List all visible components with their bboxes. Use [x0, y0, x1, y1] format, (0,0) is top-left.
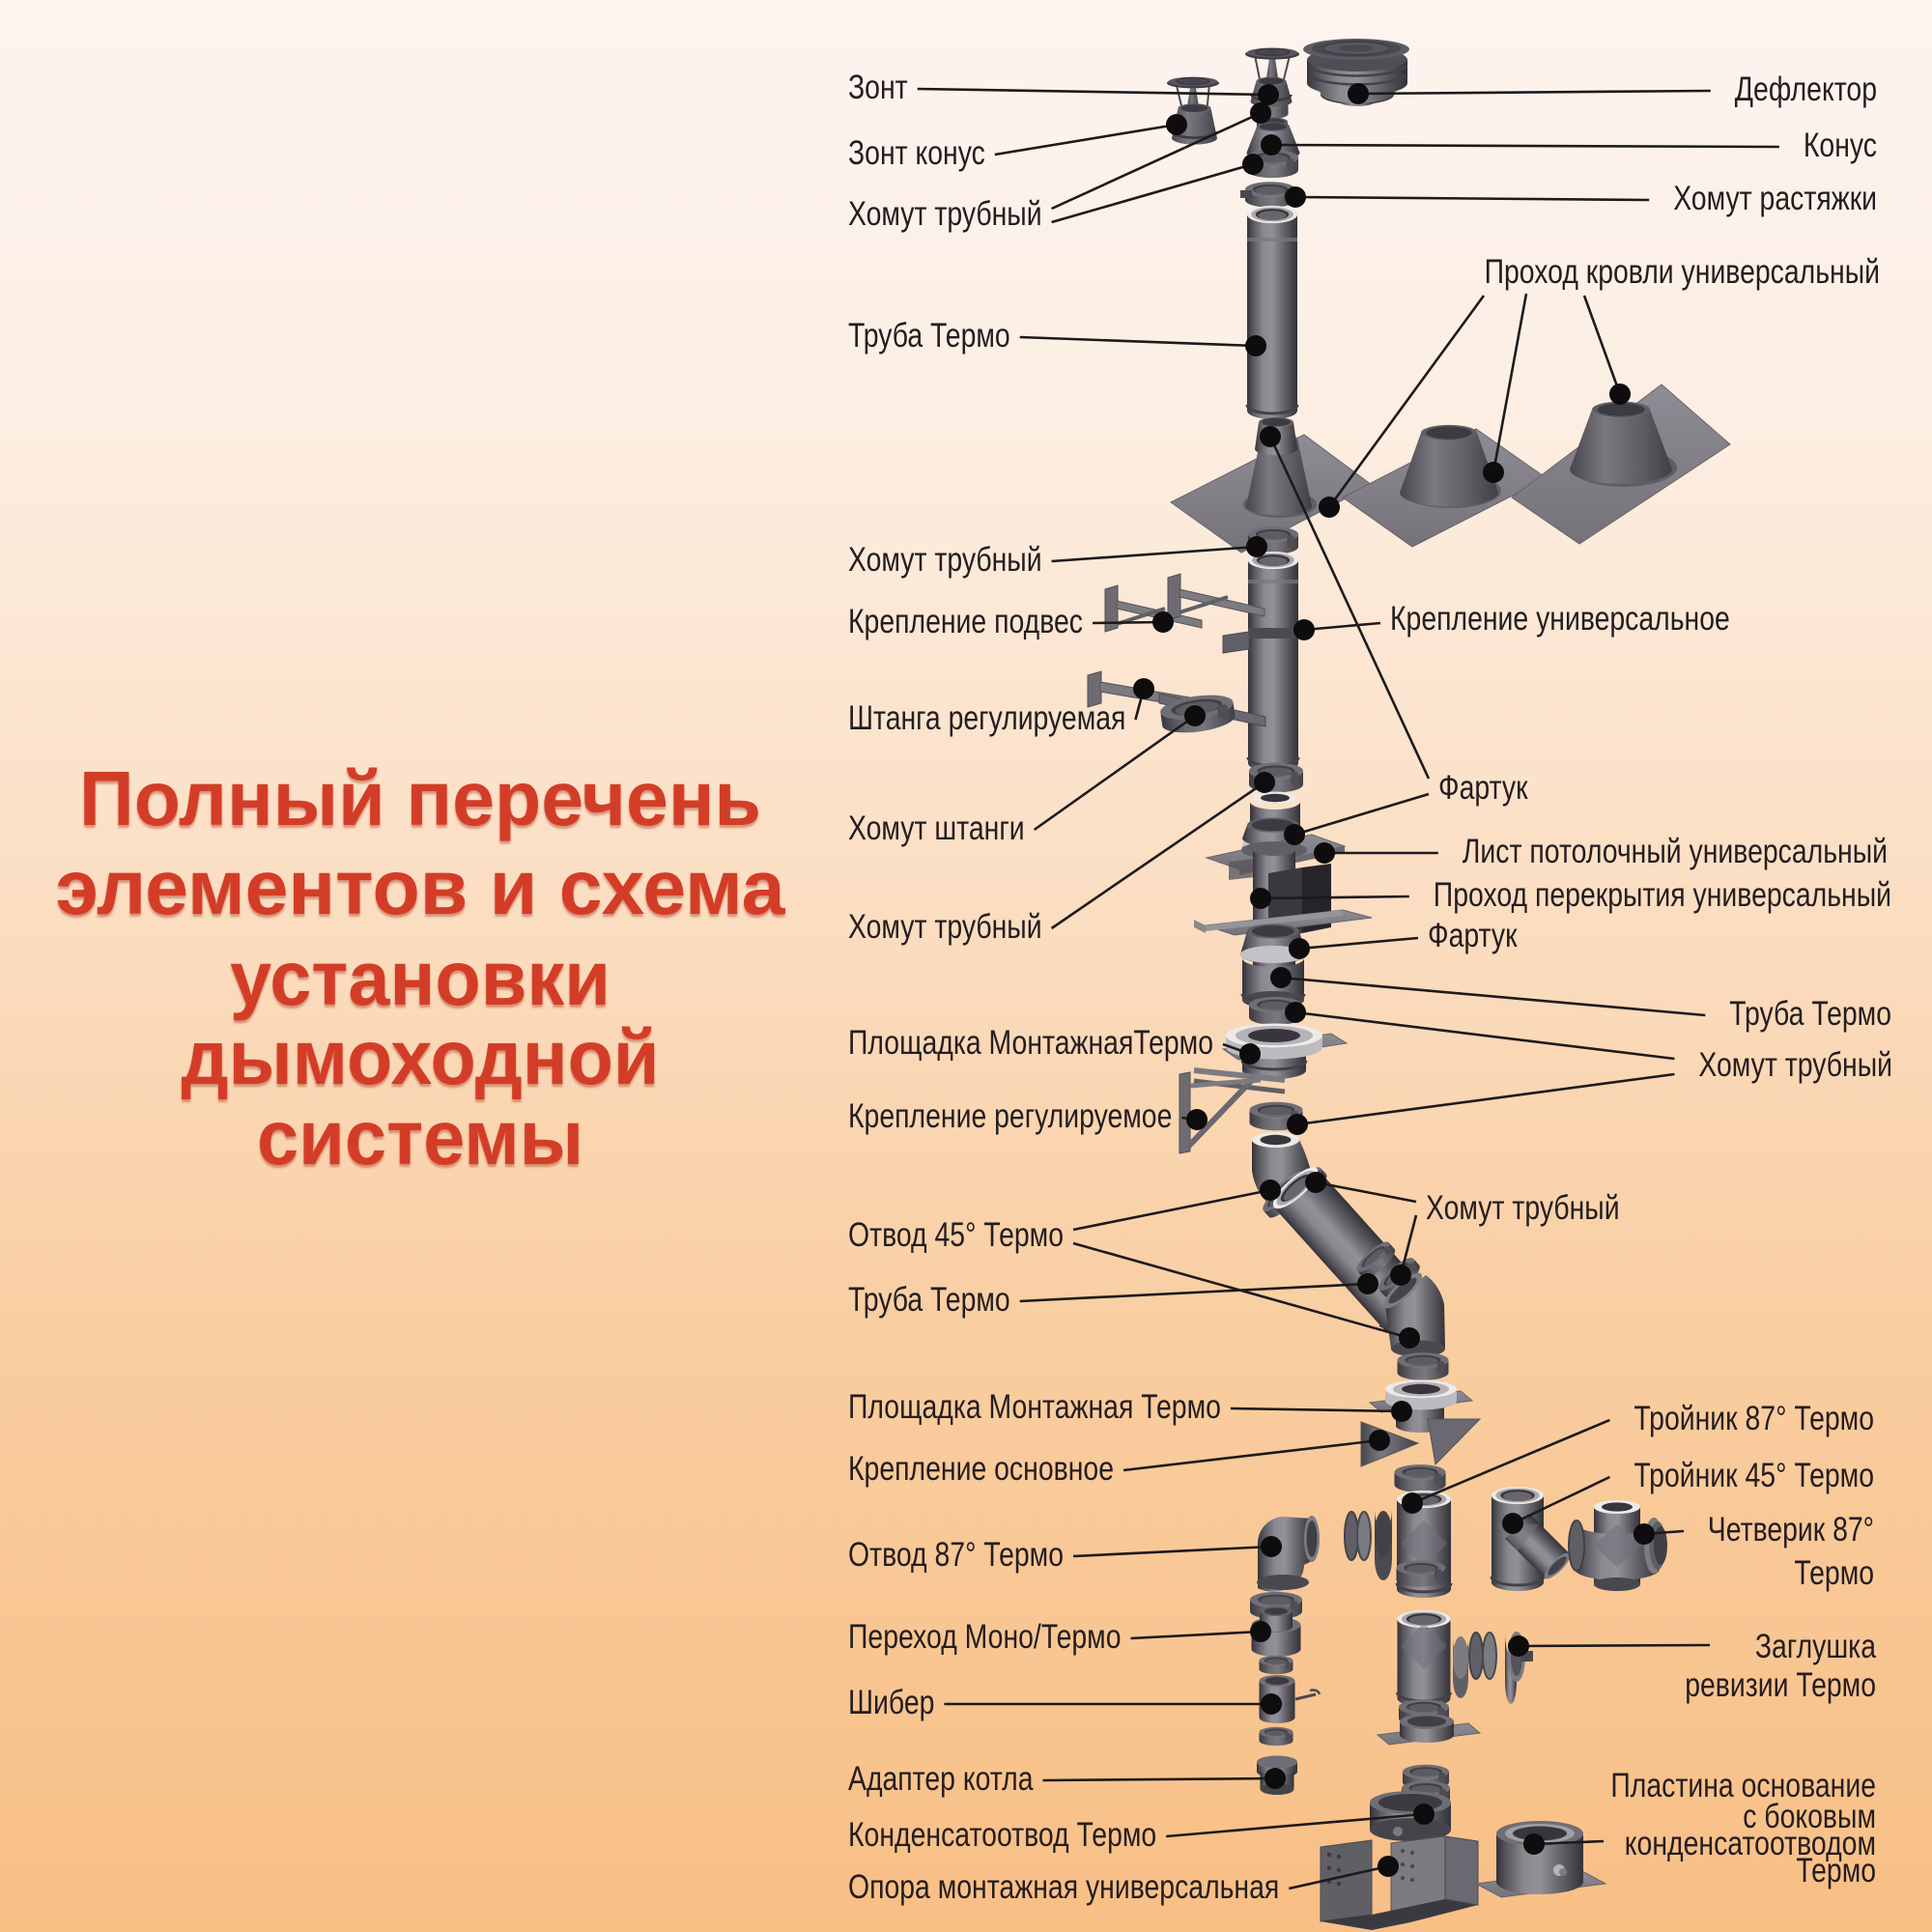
svg-text:Лист потолочный универсальный: Лист потолочный универсальный — [1463, 832, 1888, 870]
svg-text:элементов и схема: элементов и схема — [56, 844, 786, 930]
svg-text:Конус: Конус — [1804, 126, 1877, 164]
svg-text:Адаптер котла: Адаптер котла — [848, 1759, 1034, 1798]
svg-text:Хомут трубный: Хомут трубный — [848, 194, 1042, 233]
svg-text:Труба Термо: Труба Термо — [848, 316, 1010, 355]
svg-text:Фартук: Фартук — [1438, 768, 1528, 807]
svg-text:Зонт: Зонт — [848, 68, 908, 106]
svg-text:Заглушка: Заглушка — [1755, 1627, 1876, 1665]
svg-text:с боковым: с боковым — [1743, 1797, 1876, 1835]
svg-text:Штанга регулируемая: Штанга регулируемая — [848, 698, 1125, 737]
svg-text:Отвод 45° Термо: Отвод 45° Термо — [848, 1215, 1064, 1254]
svg-text:Хомут трубный: Хомут трубный — [1426, 1188, 1620, 1227]
svg-text:Термо: Термо — [1794, 1553, 1874, 1592]
svg-text:Переход Моно/Термо: Переход Моно/Термо — [848, 1617, 1122, 1656]
svg-text:Площадка Монтажная Термо: Площадка Монтажная Термо — [848, 1387, 1221, 1426]
svg-text:Проход кровли универсальный: Проход кровли универсальный — [1485, 252, 1880, 291]
svg-text:Труба Термо: Труба Термо — [848, 1280, 1010, 1319]
svg-text:Площадка МонтажнаяТермо: Площадка МонтажнаяТермо — [848, 1023, 1213, 1062]
svg-text:Опора монтажная универсальная: Опора монтажная универсальная — [848, 1867, 1279, 1906]
svg-text:дымоходной: дымоходной — [182, 1014, 660, 1100]
svg-text:Тройник 45° Термо: Тройник 45° Термо — [1634, 1456, 1874, 1494]
svg-text:Пластина основание: Пластина основание — [1610, 1766, 1876, 1804]
svg-text:установки: установки — [230, 935, 611, 1021]
svg-text:Крепление подвес: Крепление подвес — [848, 602, 1083, 640]
svg-text:Отвод 87° Термо: Отвод 87° Термо — [848, 1535, 1064, 1574]
svg-text:Дефлектор: Дефлектор — [1735, 70, 1877, 108]
svg-text:Хомут штанги: Хомут штанги — [848, 809, 1025, 847]
svg-text:Хомут растяжки: Хомут растяжки — [1673, 179, 1877, 217]
svg-text:системы: системы — [257, 1094, 583, 1180]
svg-text:Труба Термо: Труба Термо — [1729, 994, 1891, 1033]
svg-text:Фартук: Фартук — [1428, 916, 1518, 954]
svg-text:ревизии Термо: ревизии Термо — [1685, 1665, 1876, 1704]
svg-text:Крепление основное: Крепление основное — [848, 1449, 1114, 1488]
svg-text:Крепление регулируемое: Крепление регулируемое — [848, 1096, 1172, 1135]
svg-text:Хомут трубный: Хомут трубный — [848, 540, 1042, 579]
svg-text:Полный перечень: Полный перечень — [79, 755, 761, 841]
svg-text:Проход перекрытия универсальны: Проход перекрытия универсальный — [1434, 875, 1891, 914]
svg-text:Зонт конус: Зонт конус — [848, 133, 985, 172]
svg-text:Хомут трубный: Хомут трубный — [1698, 1045, 1892, 1084]
svg-text:Четверик 87°: Четверик 87° — [1708, 1510, 1874, 1548]
svg-text:Хомут трубный: Хомут трубный — [848, 907, 1042, 946]
svg-text:Термо: Термо — [1796, 1851, 1876, 1889]
svg-text:конденсатоотводом: конденсатоотводом — [1625, 1824, 1876, 1862]
svg-text:Крепление универсальное: Крепление универсальное — [1390, 599, 1730, 638]
svg-text:Шибер: Шибер — [848, 1683, 934, 1721]
svg-text:Конденсатоотвод Термо: Конденсатоотвод Термо — [848, 1815, 1156, 1854]
svg-text:Тройник 87° Термо: Тройник 87° Термо — [1634, 1399, 1874, 1437]
